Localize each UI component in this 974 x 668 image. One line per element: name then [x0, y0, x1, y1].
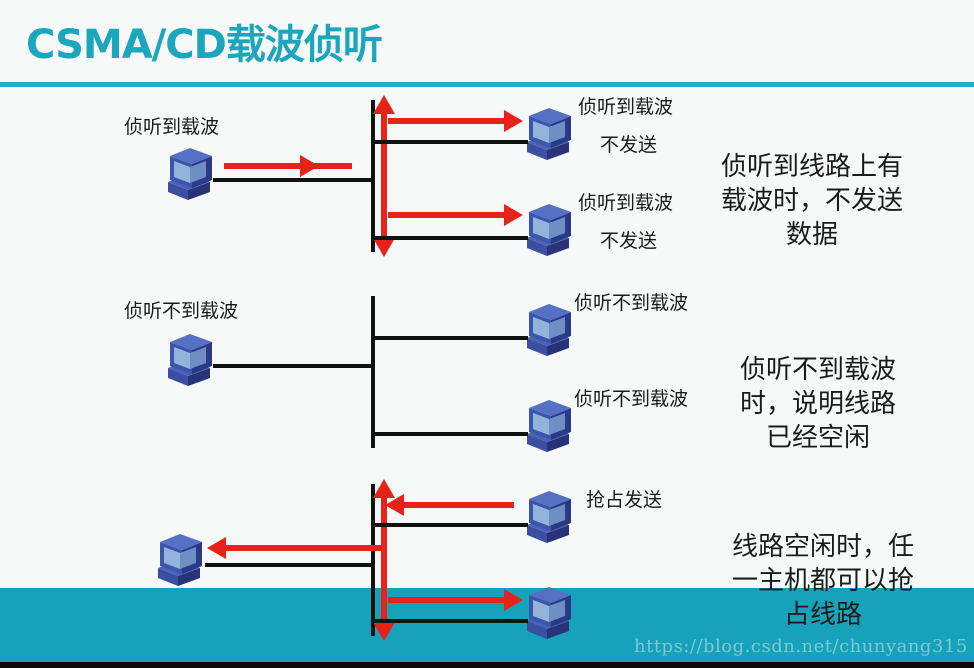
computer-icon	[519, 300, 581, 356]
bus-line-section1	[371, 100, 375, 252]
arrow-right-icon	[300, 155, 319, 177]
cable-right-a-s1	[373, 140, 528, 144]
explanation-line: 已经空闲	[765, 423, 870, 453]
signal-right-b-s3	[388, 597, 506, 603]
node-label-right-a-s2: 侦听不到载波	[574, 292, 689, 314]
explanation-line: 占线路	[783, 600, 862, 630]
computer-icon	[519, 583, 581, 639]
node-label-left-s2: 侦听不到载波	[124, 300, 239, 322]
explanation-line: 时，说明线路	[739, 389, 896, 419]
arrow-left-icon	[385, 494, 404, 516]
explanation-line: 一主机都可以抢	[731, 566, 914, 596]
explanation-section1: 侦听到线路上有 载波时，不发送 数据	[692, 150, 932, 252]
page-title: CSMA/CD载波侦听	[26, 22, 383, 68]
node-label-right-b1-s1: 侦听到载波	[578, 192, 674, 214]
cable-right-b-s1	[373, 236, 528, 240]
cable-left-s2	[213, 364, 373, 368]
arrow-up-icon	[373, 95, 395, 114]
signal-right-b-s1	[388, 212, 506, 218]
computer-icon	[519, 487, 581, 543]
explanation-line: 载波时，不发送	[720, 186, 903, 216]
computer-icon	[160, 144, 222, 200]
arrow-down-icon	[373, 238, 395, 257]
cable-right-a-s3	[373, 523, 528, 527]
explanation-section2: 侦听不到载波 时，说明线路 已经空闲	[698, 353, 938, 455]
computer-icon	[160, 330, 222, 386]
node-label-left-s1: 侦听到载波	[124, 116, 220, 138]
bus-signal-section1	[381, 112, 387, 240]
bus-line-section3	[371, 484, 375, 636]
explanation-line: 数据	[785, 220, 838, 250]
cable-right-b-s3	[373, 619, 528, 623]
signal-left-s1	[224, 163, 352, 169]
watermark-text: https://blog.csdn.net/chunyang315	[634, 636, 968, 657]
computer-icon	[519, 104, 581, 160]
bus-signal-section3	[381, 496, 387, 624]
arrow-right-icon	[504, 589, 523, 611]
node-label-right-a2-s1: 不发送	[600, 134, 658, 156]
signal-right-a-s1	[388, 118, 506, 124]
explanation-line: 线路空闲时，任	[731, 532, 914, 562]
computer-icon	[519, 396, 581, 452]
cable-right-a-s2	[373, 336, 528, 340]
cable-left-s3	[205, 563, 373, 567]
node-label-right-a-s3: 抢占发送	[586, 489, 663, 511]
cable-left-s1	[213, 178, 373, 182]
bus-line-section2	[371, 296, 375, 448]
node-label-right-b-s2: 侦听不到载波	[574, 388, 689, 410]
arrow-right-icon	[504, 110, 523, 132]
node-label-right-b2-s1: 不发送	[600, 230, 658, 252]
arrow-up-icon	[373, 479, 395, 498]
signal-left-s3	[226, 545, 381, 551]
cable-right-b-s2	[373, 432, 528, 436]
arrow-down-icon	[373, 622, 395, 641]
node-label-right-a1-s1: 侦听到载波	[578, 96, 674, 118]
signal-right-a-s3	[404, 502, 514, 508]
computer-icon	[150, 530, 212, 586]
arrow-left-icon	[207, 537, 226, 559]
explanation-line: 侦听不到载波	[739, 355, 896, 385]
bottom-strip	[0, 662, 974, 668]
explanation-section3: 线路空闲时，任 一主机都可以抢 占线路	[698, 530, 948, 632]
title-divider	[0, 82, 974, 87]
computer-icon	[519, 200, 581, 256]
arrow-right-icon	[504, 204, 523, 226]
explanation-line: 侦听到线路上有	[720, 152, 903, 182]
